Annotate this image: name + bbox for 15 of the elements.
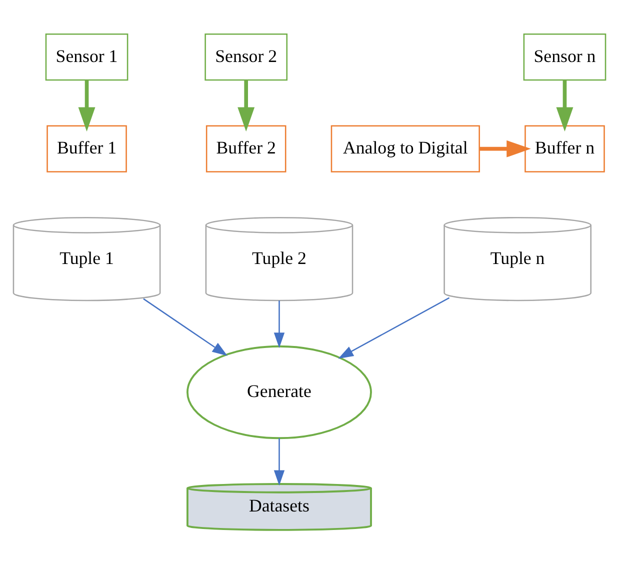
node-box: Buffer 1 [46, 125, 127, 172]
node-box: Sensor n [523, 33, 606, 81]
node-box: Buffer n [524, 125, 605, 172]
arrow [143, 298, 228, 356]
arrow [479, 140, 531, 158]
node-box: Sensor 2 [204, 33, 288, 81]
node-box: Sensor 1 [45, 33, 128, 81]
arrow [556, 80, 574, 132]
arrow [238, 80, 255, 132]
node-box: Analog to Digital [330, 125, 480, 172]
arrow [338, 297, 450, 359]
arrow [78, 80, 96, 132]
arrow [274, 438, 285, 486]
arrow [274, 300, 285, 348]
node-box: Buffer 2 [206, 125, 286, 172]
